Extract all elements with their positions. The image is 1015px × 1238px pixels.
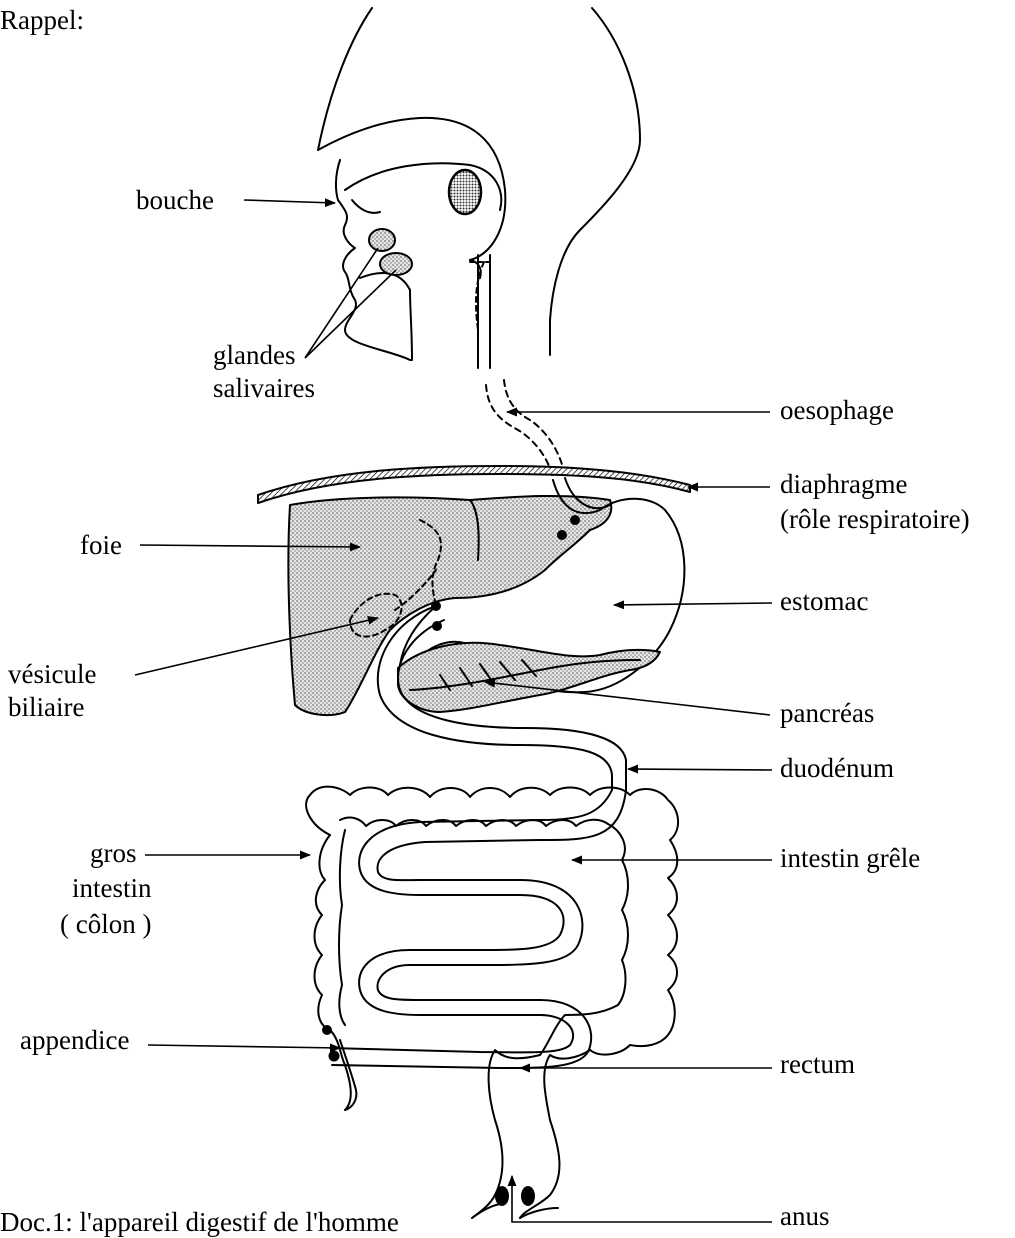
label-pancreas: pancréas — [780, 697, 874, 729]
diaphragm — [258, 466, 690, 503]
label-intestin: intestin — [72, 872, 152, 904]
label-rectum: rectum — [780, 1048, 855, 1080]
duct-dot — [433, 622, 441, 630]
salivary-glands — [369, 170, 481, 275]
pancreas — [398, 643, 660, 712]
label-estomac: estomac — [780, 585, 868, 617]
label-biliaire: biliaire — [8, 691, 84, 723]
label-colon: ( côlon ) — [60, 908, 151, 940]
label-duodenum: duodénum — [780, 752, 894, 784]
label-anus: anus — [780, 1200, 830, 1232]
duct-dot — [432, 602, 440, 610]
small-intestine — [330, 790, 627, 1068]
label-intestin-grele: intestin grêle — [780, 842, 920, 874]
label-salivaires: salivaires — [213, 372, 315, 404]
label-diaphragme: diaphragme — [780, 468, 907, 500]
anus-area — [472, 1187, 558, 1218]
label-appendice: appendice — [20, 1024, 129, 1056]
label-glandes: glandes — [213, 339, 295, 371]
label-gros: gros — [90, 837, 137, 869]
duct-dot — [571, 516, 579, 524]
label-foie: foie — [80, 529, 122, 561]
label-vesicule: vésicule — [8, 658, 96, 690]
oesophagus — [470, 255, 565, 480]
label-oesophage: oesophage — [780, 394, 894, 426]
caption: Doc.1: l'appareil digestif de l'homme — [0, 1206, 399, 1238]
duct-dot — [558, 531, 566, 539]
label-bouche: bouche — [136, 184, 214, 216]
duct-dot — [323, 1026, 331, 1034]
label-role-respiratoire: (rôle respiratoire) — [780, 503, 970, 535]
heading: Rappel: — [0, 4, 84, 36]
